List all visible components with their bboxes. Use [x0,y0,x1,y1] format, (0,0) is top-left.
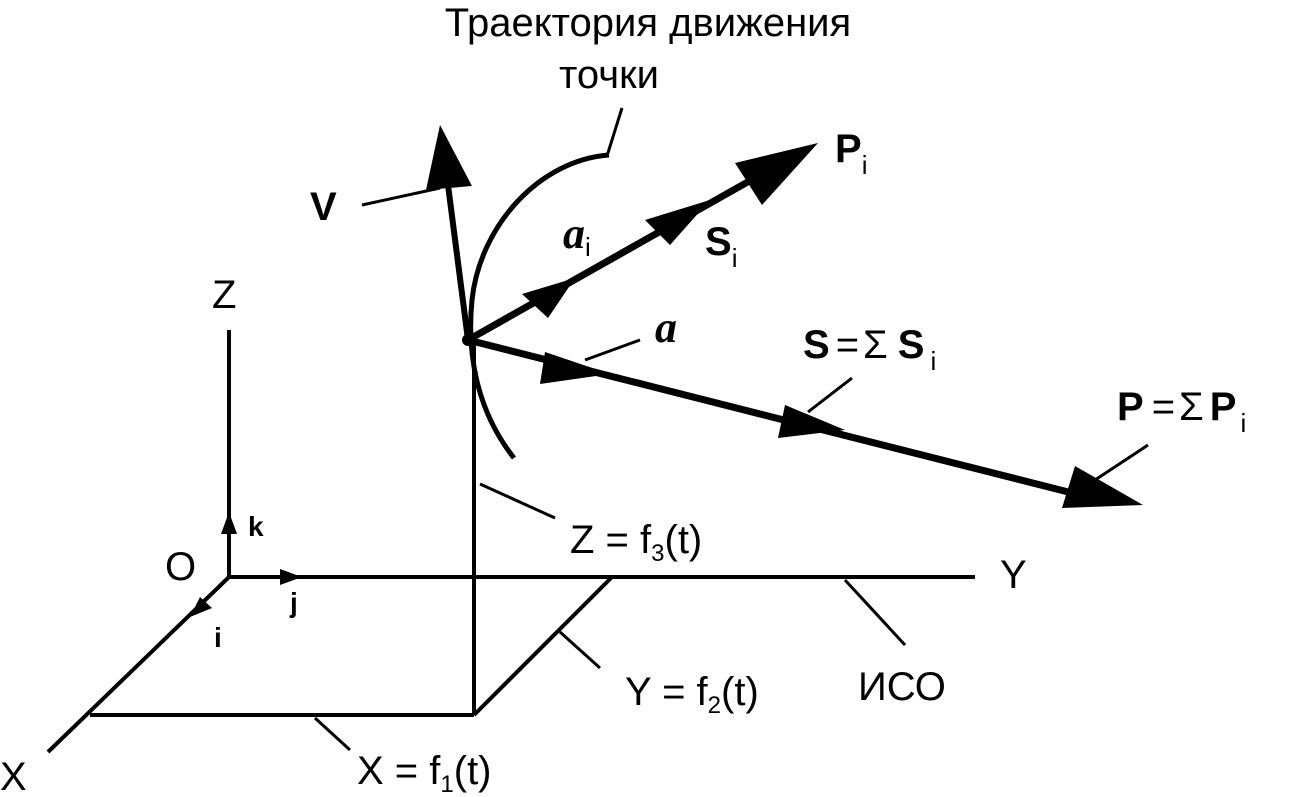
p-sum-lhs: P [1117,385,1144,429]
leader-trajectory [605,107,624,157]
accel-i-main: a [563,209,585,258]
p-sum-sigma: Σ [1179,385,1204,429]
s-i-main: S [705,220,732,264]
si-arrowhead [645,200,710,245]
p-i-main: P [835,127,862,171]
pi-arrowhead [735,143,818,205]
leader-x-eq [313,716,352,752]
unit-j-label: j [289,587,298,618]
z-axis-label: Z [212,273,236,317]
p-sum-sub: i [1240,408,1246,438]
leader-accel [584,338,641,362]
s-sum-sub: i [930,346,936,376]
pi-direction-vector [466,143,818,344]
velocity-vector [426,125,472,341]
origin-label: O [165,545,196,589]
leader-s-sum [807,376,853,414]
y-eq-arg: (t) [721,670,759,714]
s-sum-lhs: S [803,323,830,367]
p-i-label: Pi [835,127,867,180]
p-sum-eq: = [1152,385,1175,429]
velocity-label: V [310,185,337,229]
p-sum-arrowhead [1062,466,1143,508]
unit-k-arrowhead [221,512,237,534]
ai-arrowhead [522,278,575,318]
s-sum-rhs: S [898,323,925,367]
unit-i-arrowhead [190,597,212,617]
z-eq-arg: (t) [665,518,703,562]
a-arrowhead [540,352,610,384]
unit-vectors [190,512,302,617]
accel-i-sub: i [585,232,591,262]
projection-diagonal [472,575,614,717]
resultant-vector [467,336,1143,508]
accel-i-label: ai [563,209,591,262]
unit-k-label: k [248,511,264,542]
coordinate-axes [46,330,975,754]
s-i-sub: i [732,243,738,273]
y-axis-label: Y [1000,553,1027,597]
projection-lines [90,340,614,717]
p-sum-rhs: P [1210,385,1237,429]
trajectory-title-line1: Траектория движения [445,1,851,45]
y-eq-sub: 2 [708,692,721,719]
pi-shaft [466,171,762,344]
frame-label: ИСО [858,665,946,709]
z-eq-text: Z = f [570,518,652,562]
y-eq-text: Y = f [625,670,709,714]
p-i-sub: i [862,150,868,180]
x-axis-label: X [0,755,27,797]
s-sum-eq: = [836,323,859,367]
leader-z-eq [479,482,556,520]
leader-velocity [361,186,441,207]
leader-p-sum [1094,443,1149,482]
s-sum-arrowhead [778,405,845,438]
unit-j-arrowhead [280,569,302,585]
z-eq-sub: 3 [651,540,664,567]
s-i-label: Si [705,220,737,273]
velocity-shaft [445,184,471,341]
trajectory-title-line2: точки [559,53,659,97]
x-eq-text: X = f [357,749,441,793]
y-equation: Y = f2(t) [625,670,759,719]
leader-iso [843,578,907,647]
x-equation: X = f1(t) [357,749,492,797]
trajectory-curve [468,152,610,460]
z-equation: Z = f3(t) [570,518,702,567]
unit-i-label: i [214,622,222,653]
x-eq-sub: 1 [440,771,453,797]
accel-label: a [655,303,677,352]
s-sum-sigma: Σ [863,323,888,367]
leader-lines [313,107,1149,752]
x-eq-arg: (t) [454,749,492,793]
leader-y-eq [558,630,602,670]
velocity-arrowhead [426,125,472,190]
